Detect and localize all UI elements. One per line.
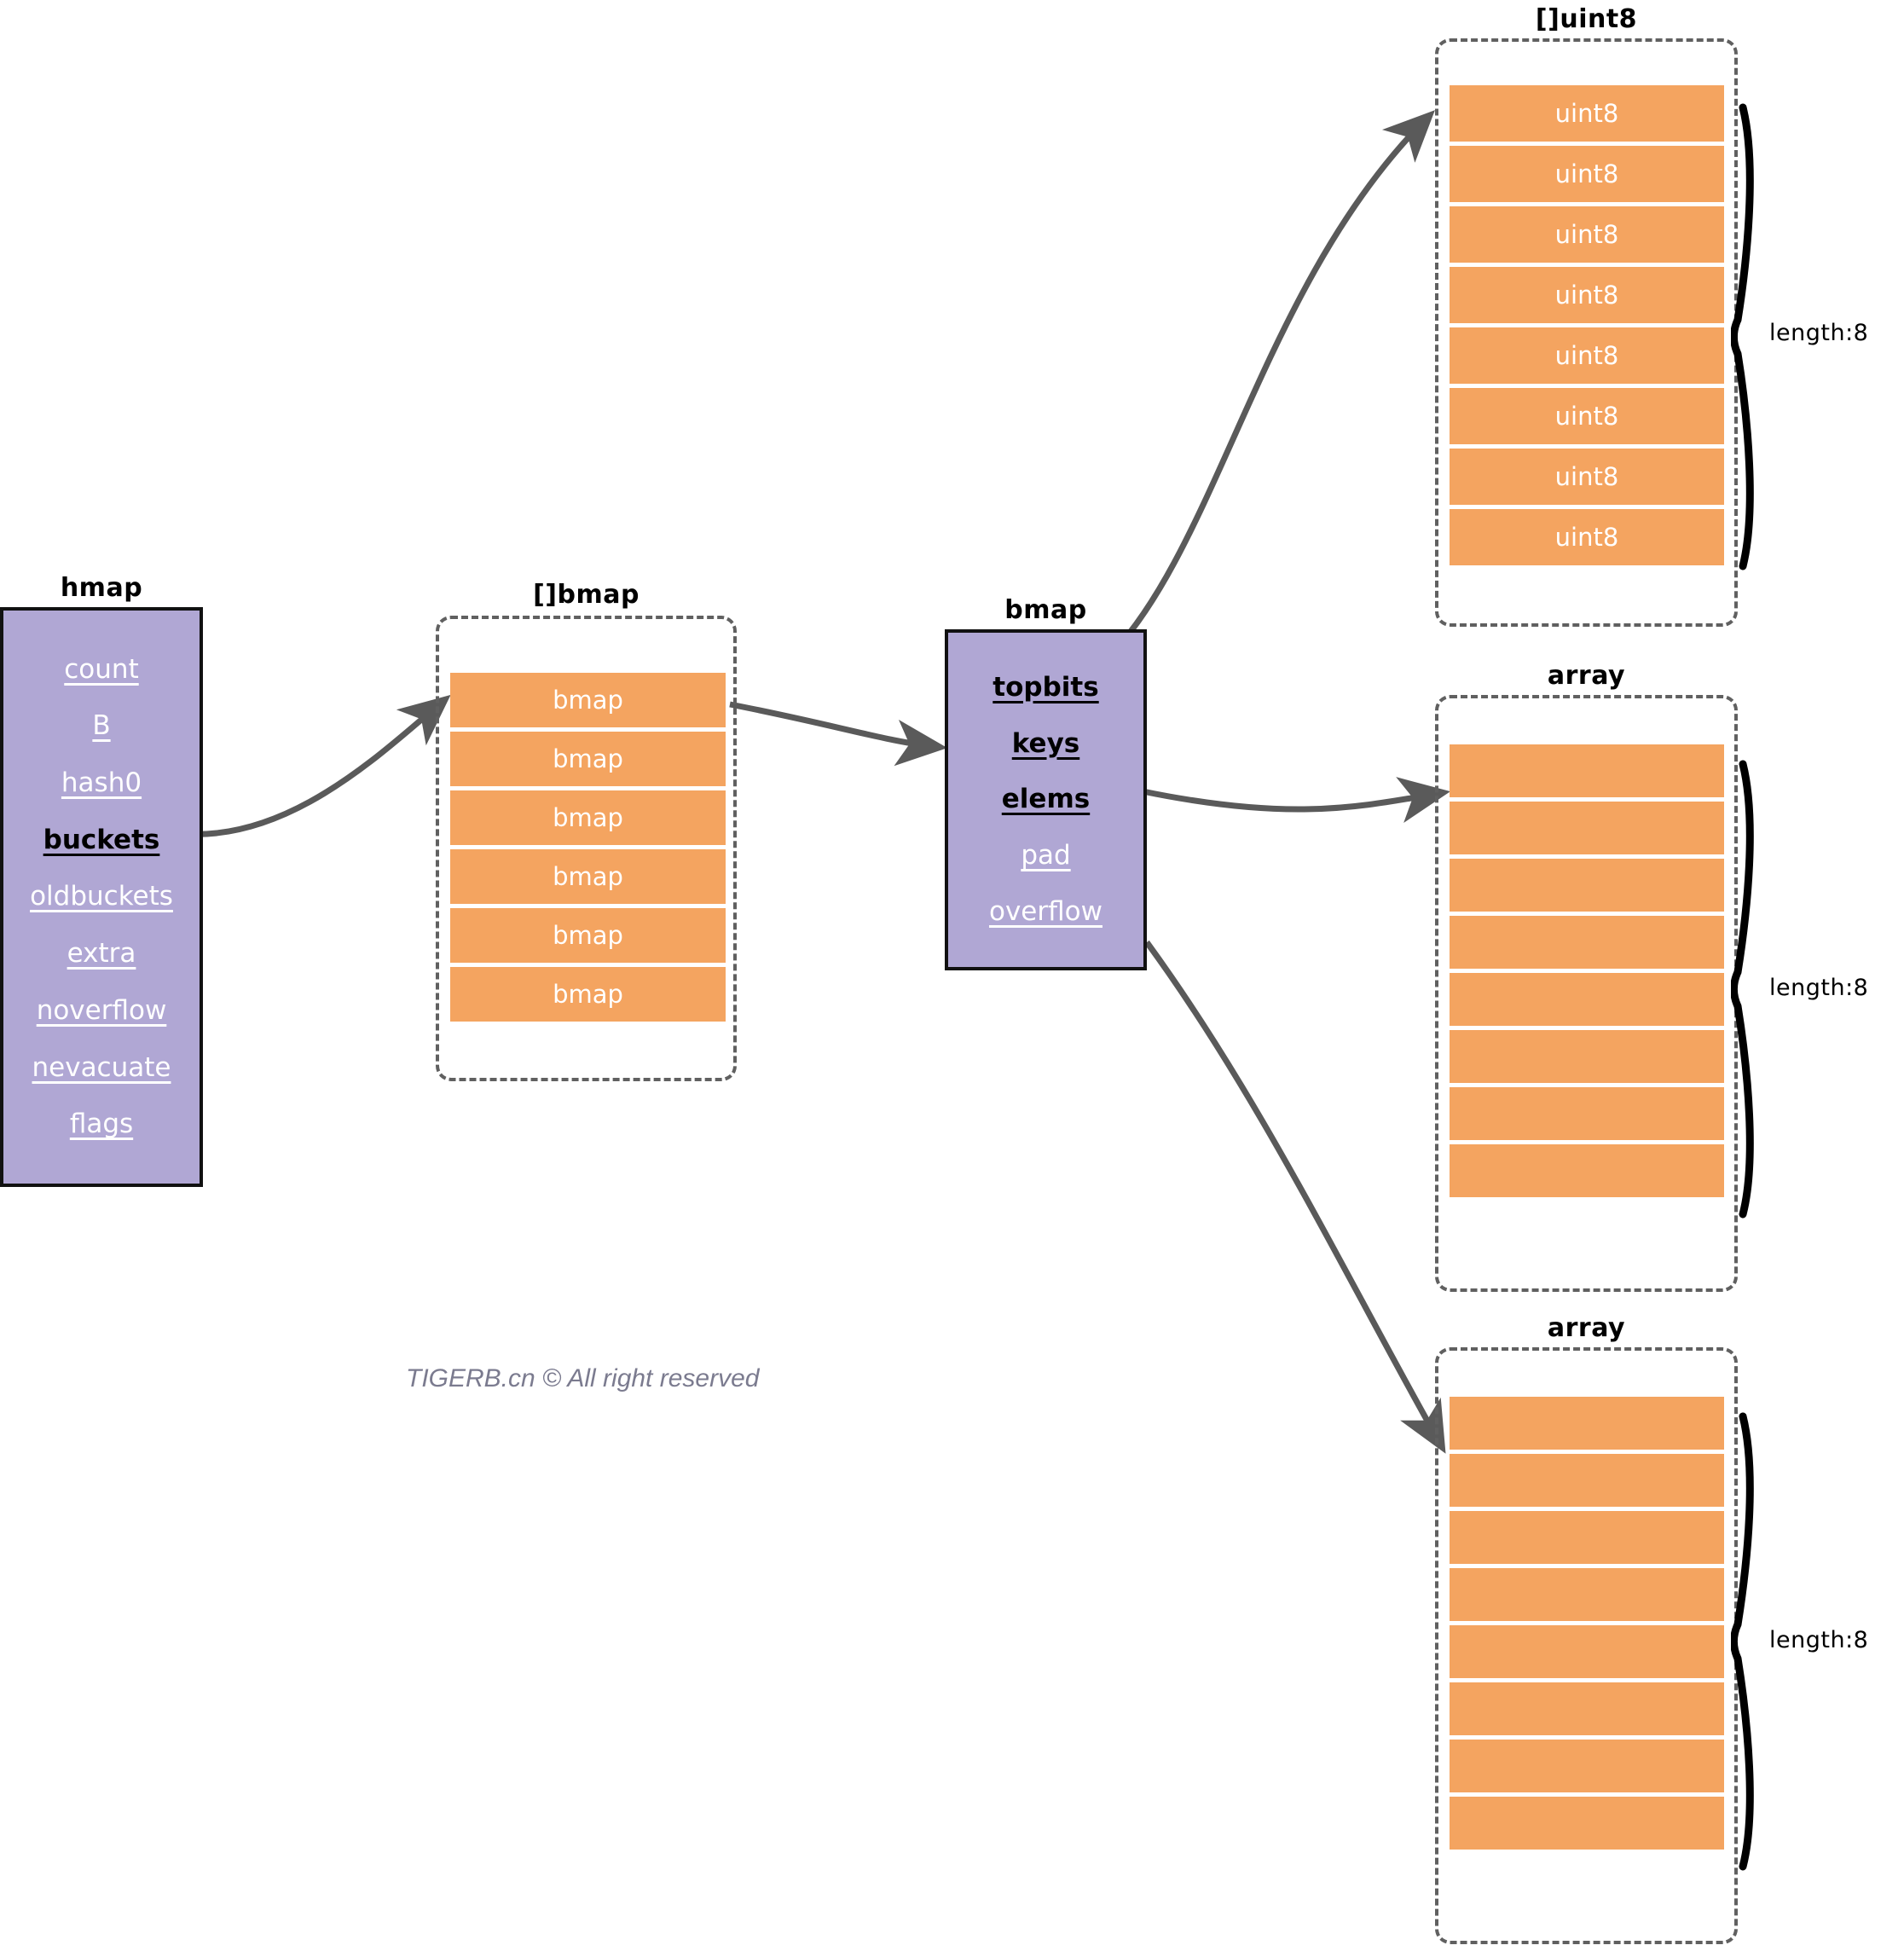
bmap-slice-box [436,616,737,1081]
elems-array-cell [1450,1454,1724,1507]
keys-array-cell [1450,859,1724,912]
bmap-slice-cells: bmap bmap bmap bmap bmap bmap [450,673,726,1022]
bmap-slice-cell: bmap [450,849,726,904]
edge-elems-to-elemsarray [1144,940,1446,1454]
edge-buckets-to-bmapslice [164,694,451,837]
hmap-field-extra: extra [67,938,136,970]
uint8-slice-cells: uint8 uint8 uint8 uint8 uint8 uint8 uint… [1450,85,1724,565]
bmap-field-pad: pad [1021,840,1071,871]
uint8-slice-length-label: length:8 [1769,320,1869,346]
hmap-field-oldbuckets: oldbuckets [30,881,173,912]
edge-bmapslice-to-bmap [729,701,948,767]
keys-array-brace [1731,760,1754,1219]
bmap-slice-cell: bmap [450,967,726,1022]
uint8-cell: uint8 [1450,267,1724,323]
keys-array-cell [1450,1030,1724,1083]
bmap-field-elems: elems [1001,784,1091,815]
keys-array-length-label: length:8 [1769,975,1869,1001]
bmap-slice-cell: bmap [450,673,726,727]
bmap-slice-title: []bmap [533,580,639,610]
uint8-slice-title: []uint8 [1535,4,1638,34]
bmap-slice-cell: bmap [450,908,726,963]
hmap-field-noverflow: noverflow [36,994,167,1026]
keys-array-cell [1450,1087,1724,1140]
keys-array-cell [1450,973,1724,1026]
bmap-field-keys: keys [1011,727,1080,759]
hmap-box: count B hash0 buckets oldbuckets extra n… [0,607,203,1187]
keys-array-cell [1450,802,1724,854]
uint8-cell: uint8 [1450,388,1724,444]
hmap-field-b: B [92,710,111,742]
uint8-cell: uint8 [1450,449,1724,505]
uint8-cell: uint8 [1450,509,1724,565]
elems-array-cells [1450,1397,1724,1850]
keys-array-title: array [1547,661,1626,691]
elems-array-title: array [1547,1313,1626,1343]
keys-array-cell [1450,744,1724,797]
hmap-field-hash0: hash0 [61,767,142,799]
hmap-field-flags: flags [69,1109,134,1140]
elems-array-length-label: length:8 [1769,1627,1869,1653]
hmap-title: hmap [60,573,143,603]
elems-array-cell [1450,1568,1724,1621]
uint8-slice-brace [1731,103,1754,570]
hmap-field-buckets: buckets [43,824,160,855]
bmap-box: topbits keys elems pad overflow [945,629,1147,970]
watermark: TIGERB.cn © All right reserved [406,1364,760,1392]
uint8-cell: uint8 [1450,146,1724,202]
bmap-field-topbits: topbits [993,671,1099,703]
elems-array-cell [1450,1797,1724,1850]
elems-array-cell [1450,1625,1724,1678]
keys-array-cell [1450,916,1724,969]
keys-array-cells [1450,744,1724,1197]
uint8-cell: uint8 [1450,85,1724,142]
elems-array-cell [1450,1682,1724,1735]
edge-topbits-to-uint8slice [1104,110,1435,662]
bmap-field-overflow: overflow [989,896,1102,928]
edge-keys-to-keysarray [1142,777,1451,823]
elems-array-brace [1731,1412,1754,1871]
bmap-slice-cell: bmap [450,790,726,845]
bmap-slice-cell: bmap [450,732,726,786]
hmap-field-count: count [64,653,139,685]
uint8-cell: uint8 [1450,206,1724,263]
elems-array-cell [1450,1397,1724,1450]
keys-array-cell [1450,1144,1724,1197]
elems-array-cell [1450,1740,1724,1792]
uint8-cell: uint8 [1450,327,1724,384]
hmap-field-nevacuate: nevacuate [32,1051,171,1083]
bmap-title: bmap [1004,595,1087,625]
elems-array-cell [1450,1511,1724,1564]
